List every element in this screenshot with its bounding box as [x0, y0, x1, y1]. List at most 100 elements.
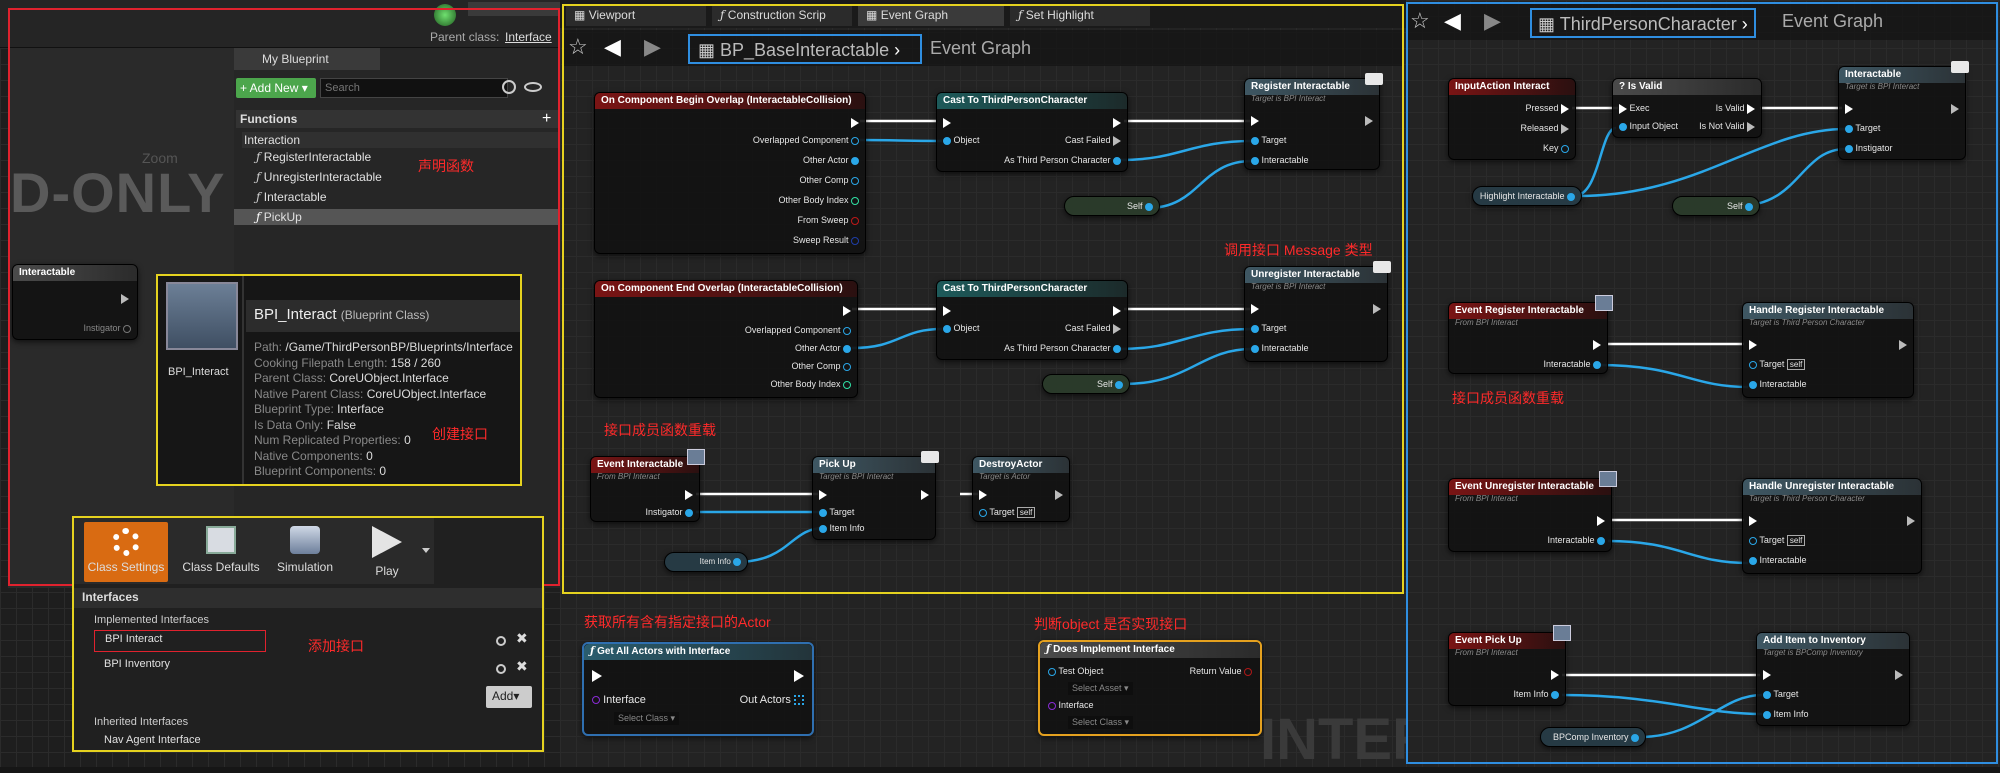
back-arrow-icon[interactable]: ◀ — [604, 34, 621, 59]
exec-pin-icon[interactable] — [1619, 103, 1627, 114]
pin-icon[interactable] — [943, 136, 951, 145]
browse-icon[interactable] — [496, 664, 506, 674]
exec-pin-icon[interactable] — [1845, 103, 1853, 114]
search-icon[interactable] — [502, 80, 516, 94]
back-arrow-icon[interactable]: ◀ — [1444, 8, 1461, 33]
exec-pin-icon[interactable] — [1113, 117, 1121, 128]
does-implement-node[interactable]: ƒ Does Implement Interface Test Object R… — [1038, 640, 1262, 736]
exec-pin-icon[interactable] — [979, 489, 987, 500]
pin-icon[interactable] — [1845, 144, 1853, 153]
exec-pin-icon[interactable] — [1749, 515, 1757, 526]
pin-icon[interactable] — [1145, 202, 1153, 211]
destroy-actor-node[interactable]: DestroyActor Target is Actor Target self — [972, 456, 1070, 522]
exec-pin-icon[interactable] — [1561, 123, 1569, 134]
pin-icon[interactable] — [123, 324, 131, 333]
is-valid-node[interactable]: ? Is Valid Exec Is Valid Input Object Is… — [1612, 78, 1762, 138]
event-end-overlap-node[interactable]: On Component End Overlap (InteractableCo… — [594, 280, 858, 398]
exec-pin-icon[interactable] — [1899, 339, 1907, 350]
interfaces-header[interactable]: Interfaces — [74, 588, 542, 608]
pin-icon[interactable] — [819, 524, 827, 533]
pin-icon[interactable] — [851, 216, 859, 225]
highlight-interactable-var[interactable]: Highlight Interactable — [1472, 186, 1582, 206]
pin-icon[interactable] — [851, 156, 859, 165]
cast-node[interactable]: Cast To ThirdPersonCharacter Object Cast… — [936, 280, 1128, 360]
pin-icon[interactable] — [819, 508, 827, 517]
exec-pin-icon[interactable] — [1113, 305, 1121, 316]
interactable-message-node[interactable]: Interactable Target is BPI Interact Targ… — [1838, 61, 1969, 160]
remove-icon[interactable]: ✖ — [516, 630, 528, 646]
browse-icon[interactable] — [496, 636, 506, 646]
play-options-chevron-icon[interactable] — [422, 548, 430, 553]
unregister-interactable-node[interactable]: Unregister Interactable Target is BPI In… — [1244, 261, 1391, 362]
pin-icon[interactable] — [1113, 156, 1121, 165]
class-defaults-button[interactable]: Class Defaults — [178, 522, 264, 582]
pin-icon[interactable] — [1593, 360, 1601, 369]
pin-icon[interactable] — [843, 380, 851, 389]
exec-pin-icon[interactable] — [1747, 121, 1755, 132]
interface-item-bpi-inventory[interactable]: BPI Inventory — [104, 658, 171, 670]
exec-pin-icon[interactable] — [1251, 115, 1259, 126]
exec-pin-icon[interactable] — [1593, 339, 1601, 350]
forward-arrow-icon[interactable]: ▶ — [1484, 8, 1501, 33]
handle-unregister-node[interactable]: Handle Unregister Interactable Target is… — [1742, 478, 1922, 574]
exec-pin-icon[interactable] — [1113, 323, 1121, 334]
parent-class-value[interactable]: Interface — [505, 30, 552, 44]
exec-pin-icon[interactable] — [1907, 515, 1915, 526]
tab-construction-script[interactable]: ƒ Construction Scrip — [712, 4, 852, 26]
exec-pin-icon[interactable] — [921, 489, 929, 500]
eye-icon[interactable] — [524, 82, 542, 92]
tab-event-graph[interactable]: ▦ Event Graph — [858, 4, 1004, 26]
self-node[interactable]: Self — [1064, 196, 1160, 216]
select-asset-dropdown[interactable]: Select Asset ▾ — [1068, 682, 1133, 695]
exec-pin-icon[interactable] — [1747, 103, 1755, 114]
exec-pin-icon[interactable] — [1597, 515, 1605, 526]
pin-icon[interactable] — [1251, 156, 1259, 165]
self-node[interactable]: Self — [1042, 374, 1130, 394]
select-class-dropdown[interactable]: Select Class ▾ — [614, 712, 680, 725]
exec-pin-icon[interactable] — [943, 117, 951, 128]
exec-pin-icon[interactable] — [1365, 115, 1373, 126]
add-function-plus-icon[interactable]: + — [542, 110, 552, 127]
input-action-interact-node[interactable]: InputAction Interact Pressed Released Ke… — [1448, 78, 1576, 160]
blueprint-breadcrumb[interactable]: ▦ BP_BaseInteractable › — [688, 34, 922, 64]
pin-icon[interactable] — [1763, 710, 1771, 719]
exec-pin-icon[interactable] — [1113, 135, 1121, 146]
pin-icon[interactable] — [1619, 122, 1627, 131]
pick-up-node[interactable]: Pick Up Target is BPI Interact Target It… — [812, 451, 939, 540]
register-interactable-node[interactable]: Register Interactable Target is BPI Inte… — [1244, 73, 1383, 170]
tab-set-highlight[interactable]: ƒ Set Highlight — [1010, 4, 1150, 26]
pin-icon[interactable] — [733, 557, 741, 566]
pin-icon[interactable] — [1048, 667, 1056, 676]
exec-pin-icon[interactable] — [851, 117, 859, 128]
add-new-button[interactable]: + Add New ▾ — [236, 78, 316, 98]
pin-icon[interactable] — [1749, 556, 1757, 565]
pin-icon[interactable] — [1749, 360, 1757, 369]
exec-pin-icon[interactable] — [843, 305, 851, 316]
my-blueprint-tab[interactable]: My Blueprint — [234, 48, 380, 70]
pin-icon[interactable] — [1763, 690, 1771, 699]
event-unregister-node[interactable]: Event Unregister Interactable From BPI I… — [1448, 471, 1617, 552]
interface-item-bpi-interact[interactable]: BPI Interact — [94, 630, 266, 652]
function-item-interactable[interactable]: ƒ Interactable — [256, 190, 327, 204]
add-item-inventory-node[interactable]: Add Item to Inventory Target is BPComp I… — [1756, 632, 1910, 726]
exec-pin-icon[interactable] — [1749, 339, 1757, 350]
exec-pin-icon[interactable] — [1763, 669, 1771, 680]
pin-icon[interactable] — [1745, 202, 1753, 211]
pin-icon[interactable] — [979, 508, 987, 517]
exec-pin-icon[interactable] — [1951, 103, 1959, 114]
pin-icon[interactable] — [1251, 324, 1259, 333]
exec-pin-icon[interactable] — [1251, 303, 1259, 314]
pin-icon[interactable] — [843, 344, 851, 353]
pin-icon[interactable] — [592, 696, 600, 705]
tab-viewport[interactable]: ▦ Viewport — [566, 4, 706, 26]
exec-pin-icon[interactable] — [1055, 489, 1063, 500]
pin-icon[interactable] — [1567, 192, 1575, 201]
blueprint-breadcrumb[interactable]: ▦ ThirdPersonCharacter › — [1530, 8, 1756, 38]
remove-icon[interactable]: ✖ — [516, 658, 528, 674]
interaction-category[interactable]: Interaction — [242, 132, 558, 148]
pin-icon[interactable] — [1244, 667, 1252, 676]
pin-icon[interactable] — [1251, 344, 1259, 353]
search-input[interactable] — [320, 78, 508, 98]
exec-pin-icon[interactable] — [592, 670, 602, 682]
play-button[interactable]: Play — [352, 522, 422, 582]
